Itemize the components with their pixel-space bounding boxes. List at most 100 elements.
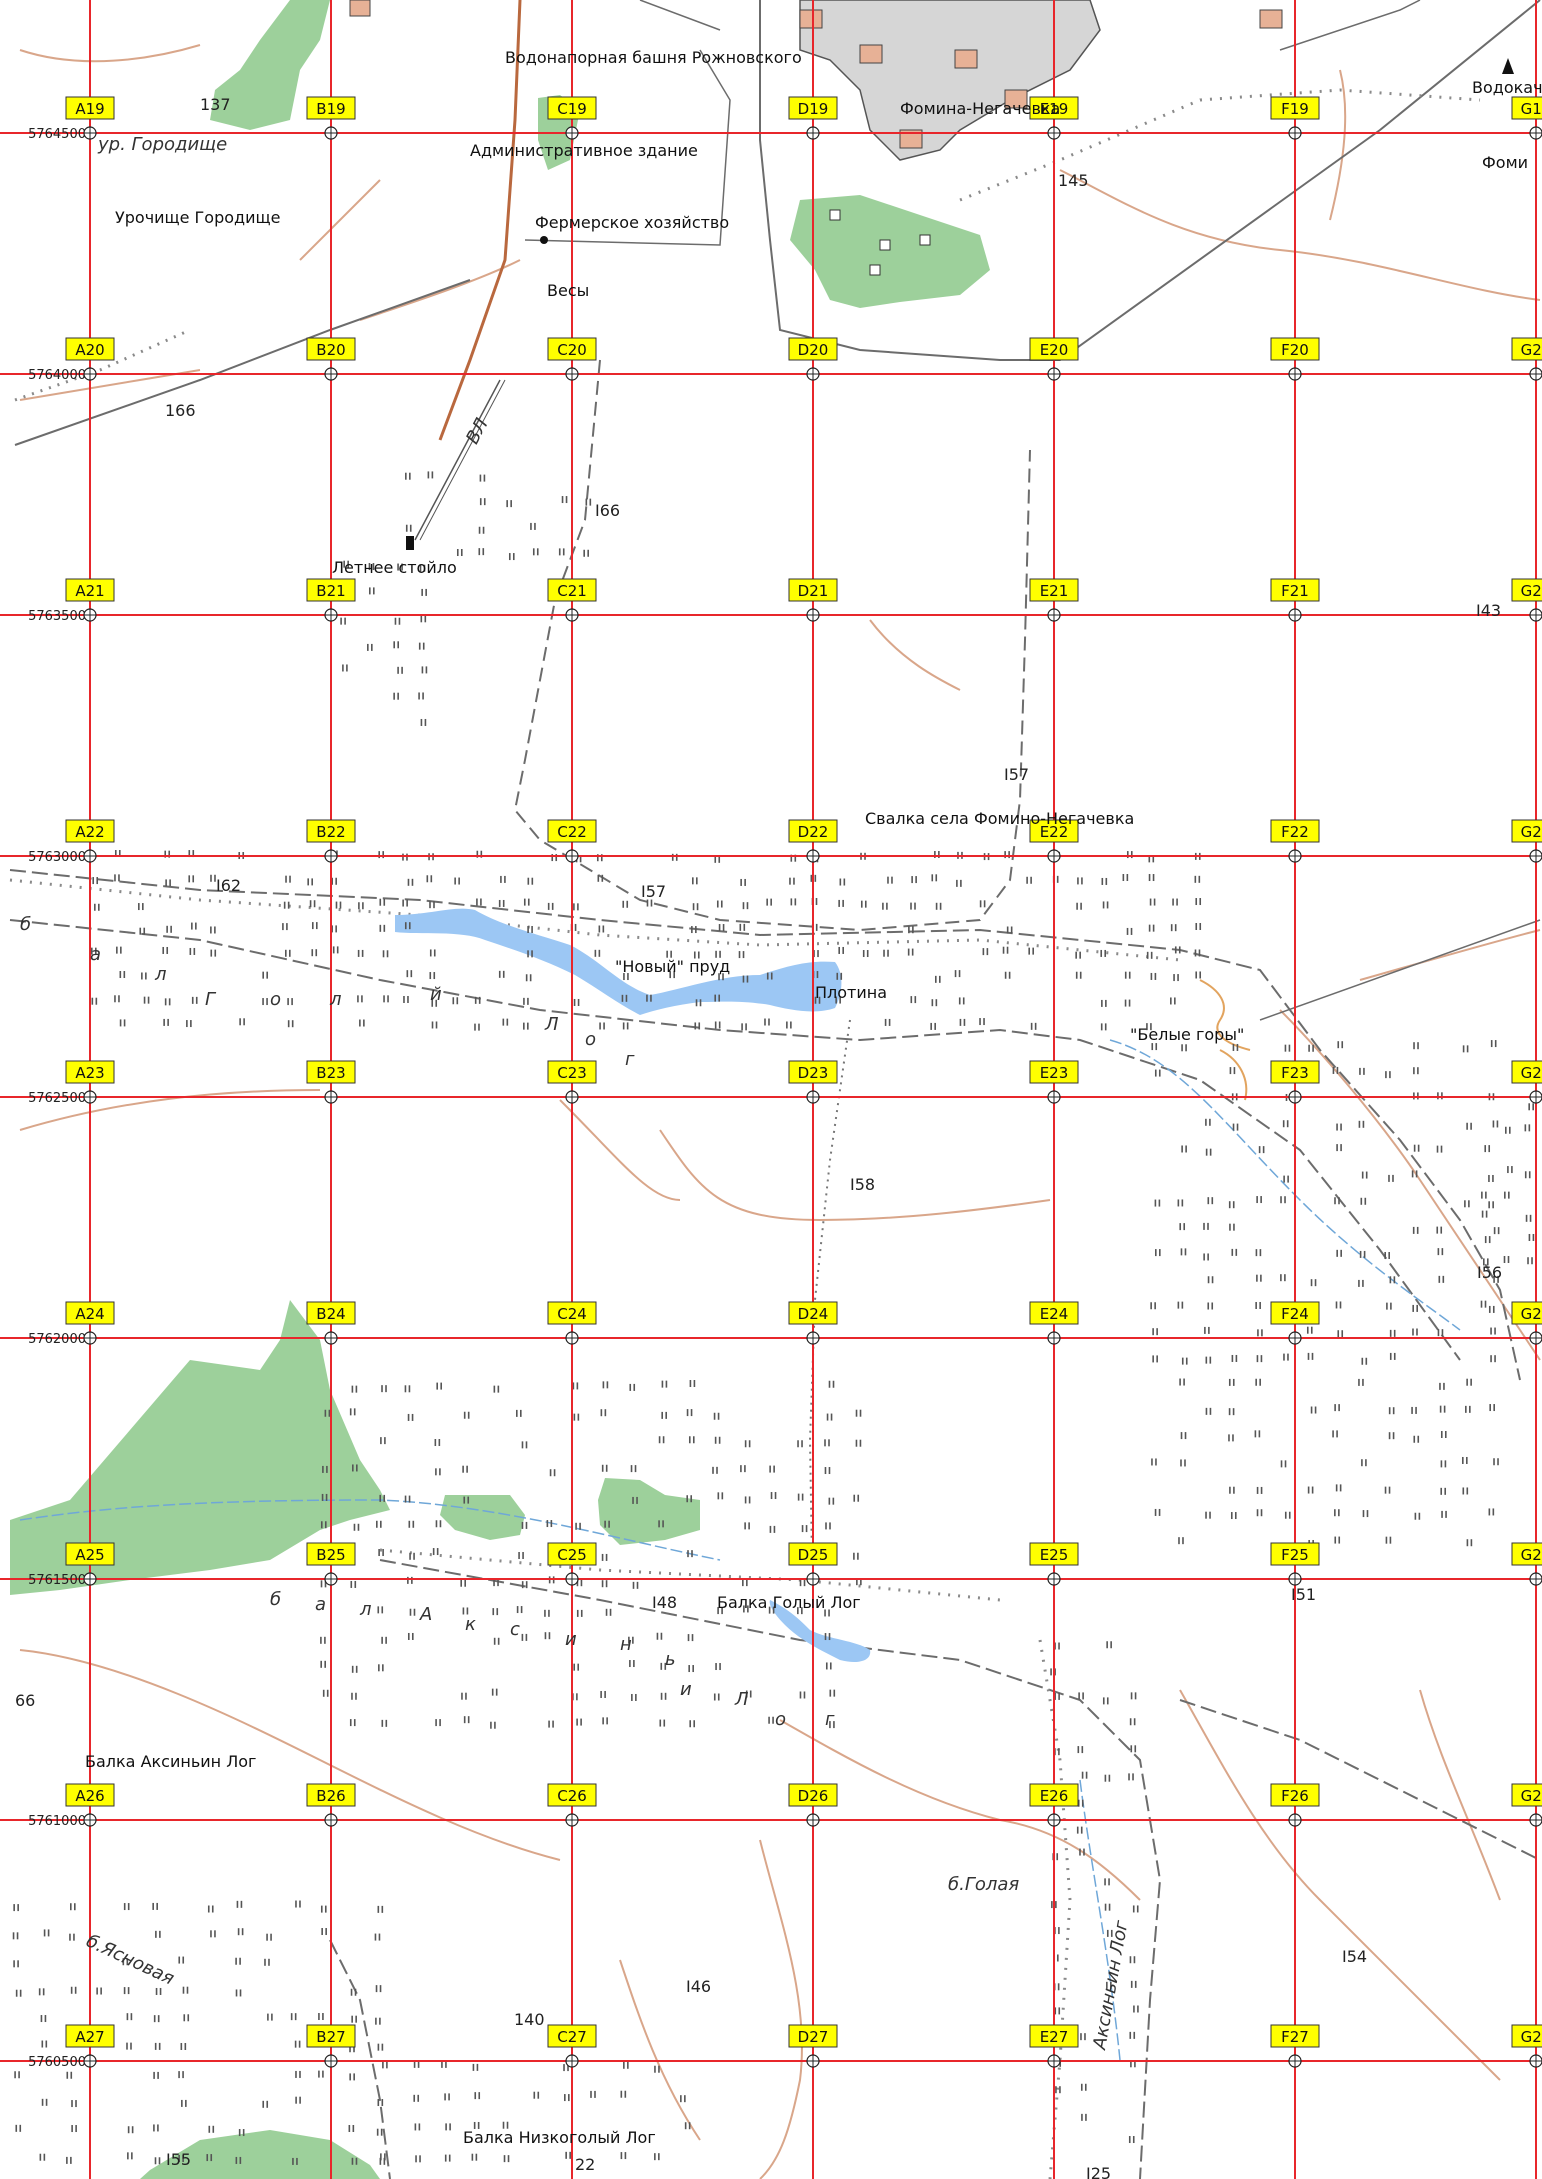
grid-cell-tag[interactable]: C20 [547,337,597,361]
grid-cell-id: F24 [1281,1305,1309,1323]
marsh-mark [839,878,842,886]
grid-cell-tag[interactable]: G21 [1511,578,1542,602]
grid-cell-tag[interactable]: E26 [1029,1783,1079,1807]
fomi-edge-label[interactable]: Фоми [1482,153,1528,172]
grid-cell-tag[interactable]: C22 [547,819,597,843]
grid-cell-tag[interactable]: A27 [65,2024,115,2048]
grid-cell-id: C27 [557,2028,587,2046]
dam-label[interactable]: Плотина [815,983,887,1002]
grid-cell-tag[interactable]: E25 [1029,1542,1079,1566]
grid-cell-tag[interactable]: A22 [65,819,115,843]
grid-cell-tag[interactable]: A19 [65,96,115,120]
grid-cell-tag[interactable]: B22 [306,819,356,843]
village-name-label[interactable]: Фомина-Негачевка [900,99,1060,118]
grid-cell-tag[interactable]: B19 [306,96,356,120]
grid-cell-tag[interactable]: D20 [788,337,838,361]
marsh-mark [1388,1407,1391,1415]
grid-cell-tag[interactable]: F20 [1270,337,1320,361]
gorodishche-tract-label[interactable]: Урочище Городище [115,208,280,227]
grid-cell-tag[interactable]: G23 [1511,1060,1542,1084]
marsh-mark [983,1018,985,1026]
grid-cell-tag[interactable]: B21 [306,578,356,602]
grid-cell-tag[interactable]: G20 [1511,337,1542,361]
marsh-mark [718,1436,721,1444]
farm-label[interactable]: Фермерское хозяйство [535,213,729,232]
grid-cell-tag[interactable]: A25 [65,1542,115,1566]
marsh-mark [801,1493,804,1501]
marsh-mark [402,899,404,907]
grid-cell-tag[interactable]: G26 [1511,1783,1542,1807]
grid-cell-tag[interactable]: B25 [306,1542,356,1566]
marsh-mark [1488,1145,1491,1153]
grid-cell-tag[interactable]: D22 [788,819,838,843]
grid-cell-tag[interactable]: E20 [1029,337,1079,361]
grid-cell-tag[interactable]: C19 [547,96,597,120]
grid-cell-tag[interactable]: C25 [547,1542,597,1566]
marsh-mark [381,1385,383,1393]
grid-cell-tag[interactable]: B24 [306,1301,356,1325]
summer-stall-label[interactable]: Летнее стойло [332,558,457,577]
grid-cell-tag[interactable]: C23 [547,1060,597,1084]
grid-cell-tag[interactable]: D19 [788,96,838,120]
marsh-mark [506,1018,509,1026]
scales-label[interactable]: Весы [547,281,589,300]
grid-cell-tag[interactable]: F25 [1270,1542,1320,1566]
grid-cell-tag[interactable]: C26 [547,1783,597,1807]
grid-cell-tag[interactable]: G22 [1511,819,1542,843]
grid-cell-tag[interactable]: D26 [788,1783,838,1807]
marsh-mark [1148,855,1151,863]
grid-cell-tag[interactable]: C21 [547,578,597,602]
grid-cell-tag[interactable]: C24 [547,1301,597,1325]
grid-cell-tag[interactable]: F23 [1270,1060,1320,1084]
grid-cell-tag[interactable]: E27 [1029,2024,1079,2048]
grid-cell-tag[interactable]: D24 [788,1301,838,1325]
grid-cell-tag[interactable]: E19 [1029,96,1079,120]
grid-cell-tag[interactable]: A26 [65,1783,115,1807]
marsh-mark [839,996,841,1004]
grid-cell-tag[interactable]: A24 [65,1301,115,1325]
grid-cell-tag[interactable]: G27 [1511,2024,1542,2048]
grid-cell-tag[interactable]: B23 [306,1060,356,1084]
marsh-mark [1489,1404,1491,1412]
grid-cell-tag[interactable]: D21 [788,578,838,602]
vodokach-edge-label[interactable]: Водокач [1472,78,1542,97]
grid-cell-tag[interactable]: B26 [306,1783,356,1807]
grid-cell-tag[interactable]: G24 [1511,1301,1542,1325]
grid-cell-tag[interactable]: F24 [1270,1301,1320,1325]
grid-cell-tag[interactable]: D25 [788,1542,838,1566]
water-tower-label[interactable]: Водонапорная башня Рожновского [505,48,802,67]
grid-cell-tag[interactable]: E23 [1029,1060,1079,1084]
village-building [1004,89,1028,109]
grid-cell-tag[interactable]: D23 [788,1060,838,1084]
nizkogolyi-log-gully-label[interactable]: Балка Низкоголый Лог [463,2128,656,2147]
grid-cell-tag[interactable]: A23 [65,1060,115,1084]
golyi-log-gully-label[interactable]: Балка Голый Лог [717,1593,861,1612]
grid-cell-tag[interactable]: G25 [1511,1542,1542,1566]
new-pond-label[interactable]: "Новый" пруд [615,957,730,976]
grid-cell-tag[interactable]: A21 [65,578,115,602]
dump-label[interactable]: Свалка села Фомино-Негачевка [865,809,1134,828]
grid-cell-tag[interactable]: F21 [1270,578,1320,602]
grid-cell-tag[interactable]: C27 [547,2024,597,2048]
marsh-mark [1528,1171,1531,1179]
grid-cell-tag[interactable]: G19 [1511,96,1542,120]
elevation-label: I43 [1476,601,1501,620]
grid-cell-tag[interactable]: E24 [1029,1301,1079,1325]
marsh-mark [580,1579,583,1587]
marsh-mark [299,2070,301,2078]
admin-building-label[interactable]: Административное здание [470,141,698,160]
grid-cell-tag[interactable]: A20 [65,337,115,361]
grid-cell-tag[interactable]: E22 [1029,819,1079,843]
aksinyin-log-gully-label[interactable]: Балка Аксиньин Лог [85,1752,256,1771]
grid-cell-tag[interactable]: F19 [1270,96,1320,120]
marsh-mark [18,2071,20,2079]
grid-cell-tag[interactable]: D27 [788,2024,838,2048]
grid-cell-tag[interactable]: F26 [1270,1783,1320,1807]
white-hills-label[interactable]: "Белые горы" [1130,1025,1244,1044]
grid-cell-tag[interactable]: F22 [1270,819,1320,843]
grid-cell-tag[interactable]: B20 [306,337,356,361]
grid-cell-tag[interactable]: E21 [1029,578,1079,602]
grid-cell-tag[interactable]: B27 [306,2024,356,2048]
grid-cell-tag[interactable]: F27 [1270,2024,1320,2048]
